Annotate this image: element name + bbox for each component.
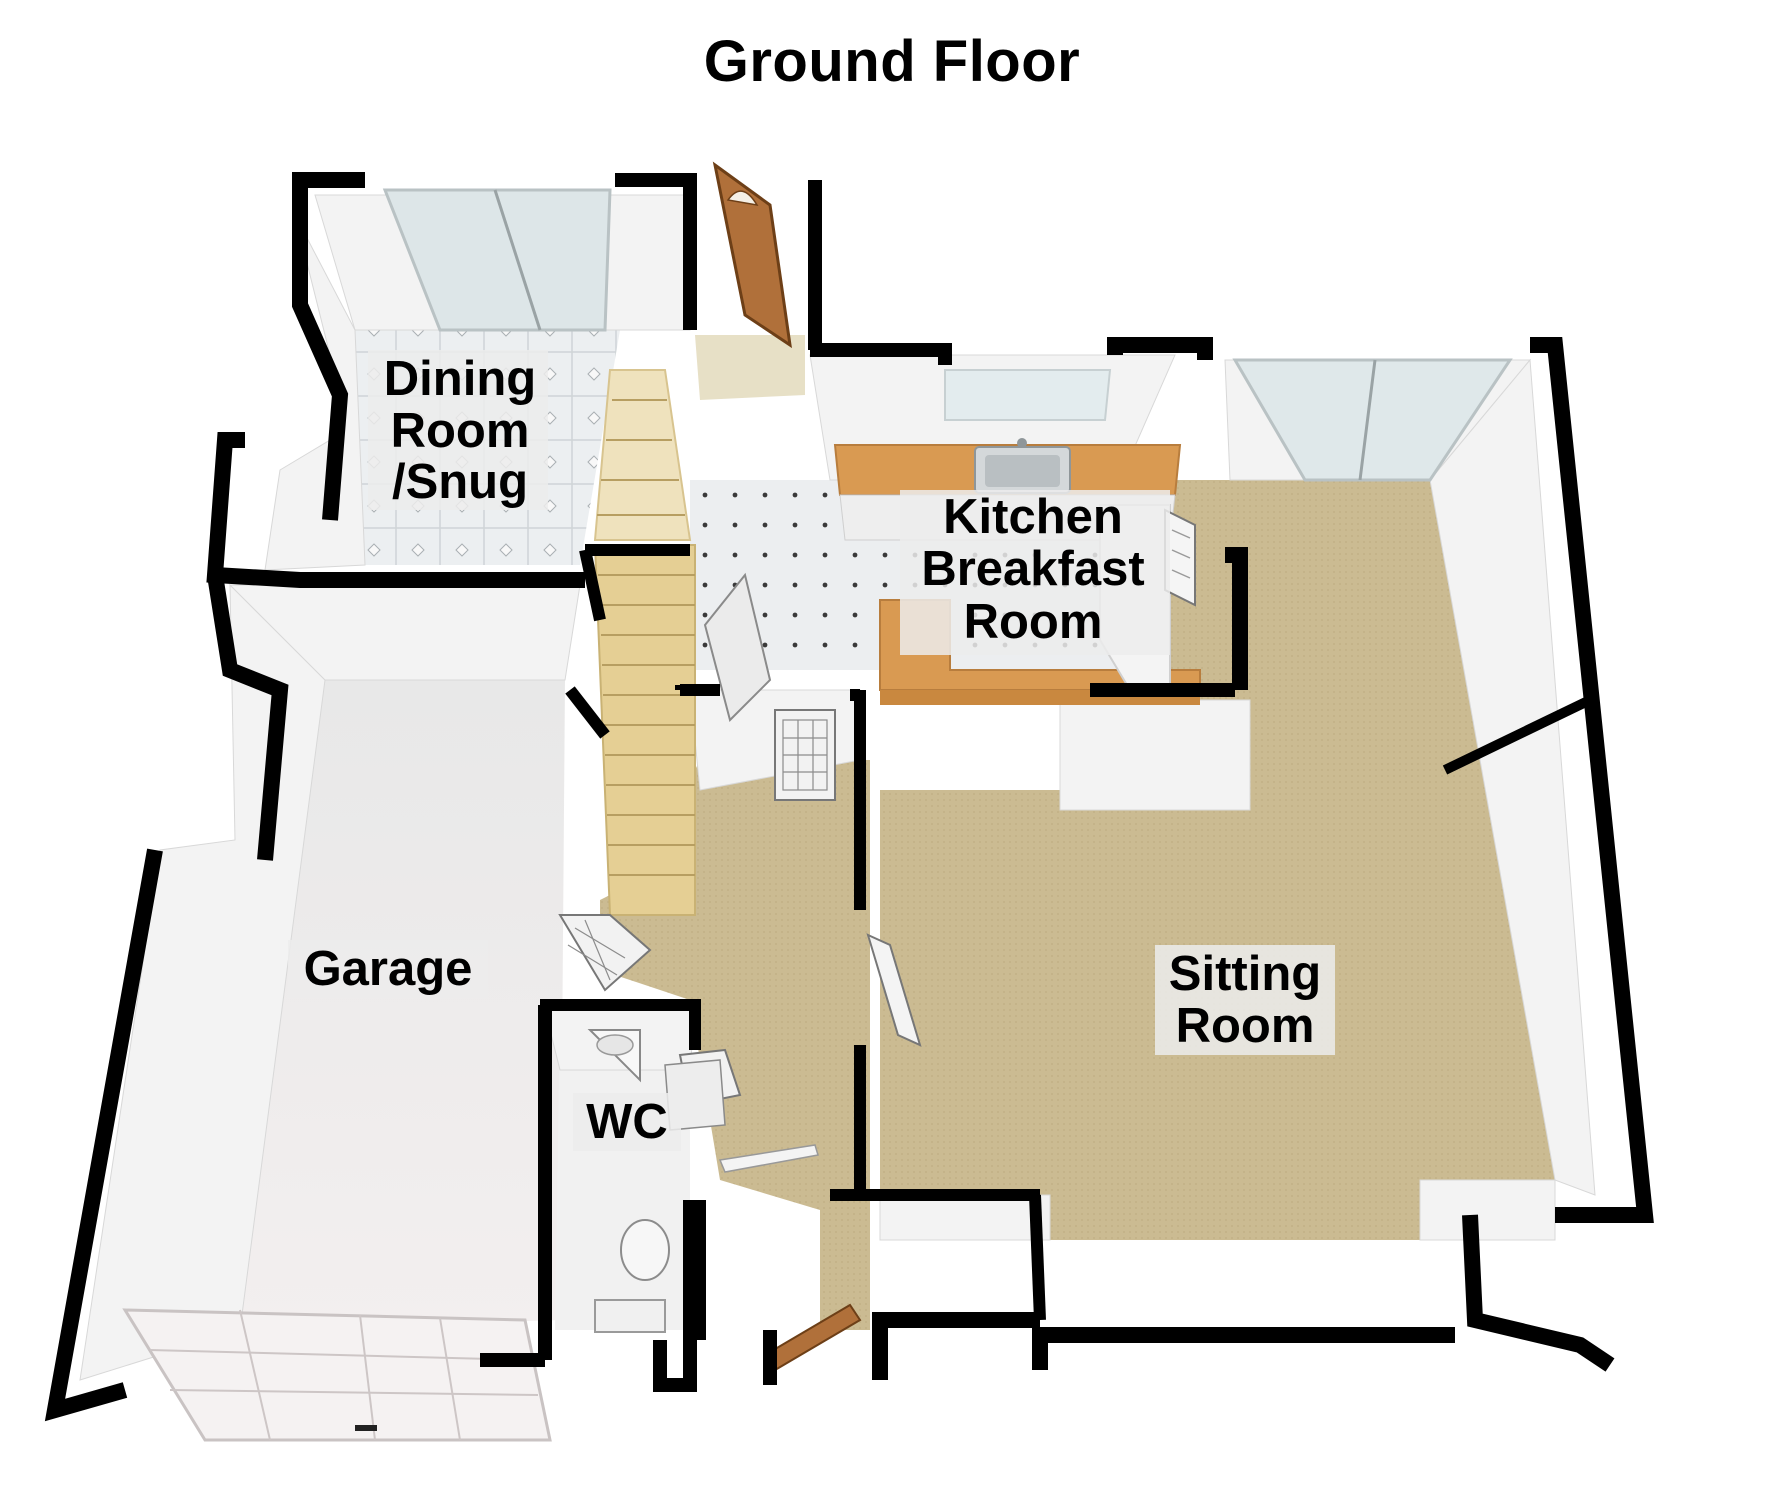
garage-internal-door xyxy=(558,914,652,992)
kitchen-label-line1: Kitchen xyxy=(943,490,1123,544)
garage-floor xyxy=(240,680,565,1330)
room-labels: Dining Room /Snug Kitchen Breakfast Room… xyxy=(288,350,1335,1151)
sitting-window xyxy=(1232,358,1513,482)
sitting-room-label-line1: Sitting xyxy=(1169,947,1321,1001)
walls xyxy=(44,172,1654,1422)
floor-title: Ground Floor xyxy=(703,29,1081,94)
toilet xyxy=(620,1219,670,1281)
kitchen-label-line2: Breakfast xyxy=(921,542,1144,596)
dining-room-label-line1: Dining xyxy=(384,352,536,406)
sitting-room-label-line2: Room xyxy=(1176,999,1315,1053)
kitchen-hall-door xyxy=(703,572,772,722)
dining-room-label-line2: Room xyxy=(391,404,530,458)
hall-doors xyxy=(558,709,922,1173)
sitting-room-door xyxy=(866,933,922,1047)
dining-window xyxy=(382,188,612,332)
kitchen-label-line3: Room xyxy=(964,595,1103,649)
wc-label: WC xyxy=(586,1095,668,1149)
kitchen-window xyxy=(944,369,1112,421)
staircase xyxy=(593,369,696,916)
porch-floor xyxy=(695,335,805,400)
garage-door xyxy=(122,1308,552,1442)
garage-label: Garage xyxy=(304,942,473,996)
sitting-room-floor xyxy=(880,480,1555,1240)
windows xyxy=(382,188,1513,482)
rear-door xyxy=(763,1303,862,1372)
front-door xyxy=(712,161,792,349)
hall-rail xyxy=(718,1144,819,1173)
dining-room-label-line3: /Snug xyxy=(392,455,528,509)
